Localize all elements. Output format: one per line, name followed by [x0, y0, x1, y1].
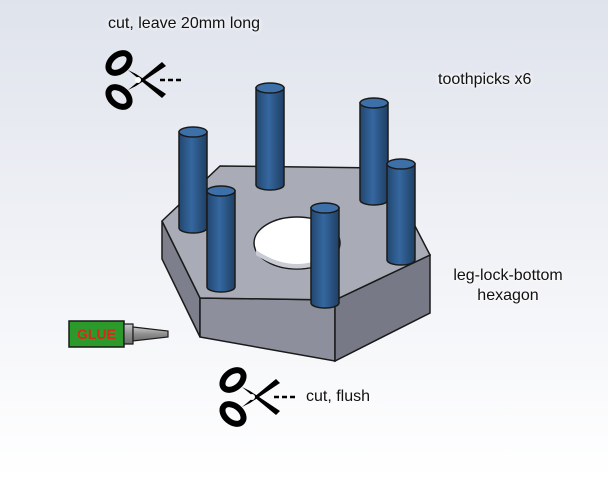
glue-tube-icon: GLUE: [68, 320, 169, 348]
toothpick: [255, 82, 285, 191]
toothpick: [386, 158, 416, 266]
toothpick: [178, 126, 208, 234]
toothpicks-label: toothpicks x6: [438, 71, 532, 88]
part-name-label: leg-lock-bottom hexagon: [440, 266, 576, 306]
hexagon-front-face: [199, 297, 336, 362]
toothpick: [359, 97, 389, 206]
cut-flush-label: cut, flush: [306, 388, 371, 405]
scissors-icon: [219, 366, 280, 428]
scissors-icon: [105, 49, 166, 111]
cut-long-label: cut, leave 20mm long: [108, 15, 261, 32]
toothpick: [206, 185, 236, 293]
part-name-line2: hexagon: [477, 287, 539, 304]
glue-label-text: GLUE: [77, 326, 116, 342]
part-name-line1: leg-lock-bottom: [453, 267, 563, 284]
toothpick: [310, 202, 340, 309]
